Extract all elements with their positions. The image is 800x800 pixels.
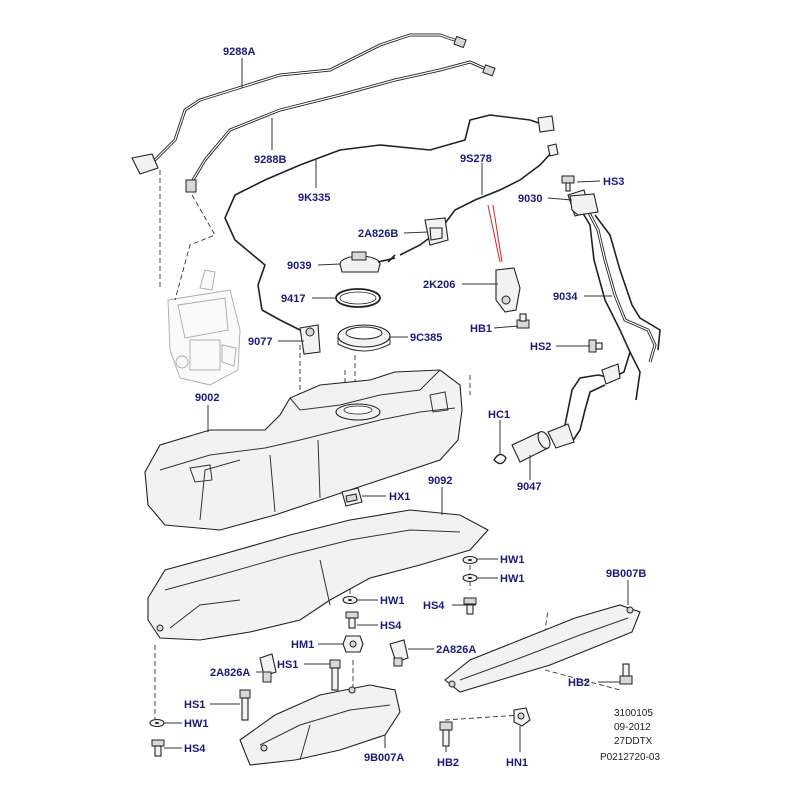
bracket-9030 xyxy=(569,193,599,216)
valve-2K206 xyxy=(495,267,521,313)
label-9047: 9047 xyxy=(517,481,541,493)
fuel-filter-assembly-ghost xyxy=(167,269,241,386)
label-HW1-c: HW1 xyxy=(380,595,404,607)
washer-HW1-d xyxy=(149,718,165,728)
label-9C385: 9C385 xyxy=(410,332,442,344)
label-9S278: 9S278 xyxy=(460,153,492,165)
footer-line-1: 3100105 xyxy=(614,708,653,719)
fuel-line-9288B xyxy=(185,60,496,193)
label-9092: 9092 xyxy=(428,475,452,487)
screw-HS1-b xyxy=(239,689,251,721)
label-HS4-b: HS4 xyxy=(380,620,402,632)
screw-HS2 xyxy=(588,339,603,353)
fuel-line-9288A xyxy=(131,33,467,175)
label-HS1-a: HS1 xyxy=(277,659,298,671)
label-2A826A-right: 2A826A xyxy=(436,644,476,656)
label-HS2: HS2 xyxy=(530,341,551,353)
label-HB2-right: HB2 xyxy=(568,677,590,689)
leader-lines xyxy=(164,58,629,752)
label-HS4-c: HS4 xyxy=(184,743,206,755)
label-HS1-b: HS1 xyxy=(184,699,205,711)
shield-9B007B xyxy=(444,604,641,693)
label-9B007A: 9B007A xyxy=(364,752,404,764)
ring-9417 xyxy=(335,288,381,308)
clip-2A826B xyxy=(424,217,449,246)
label-9B007B: 9B007B xyxy=(606,568,646,580)
label-2K206: 2K206 xyxy=(423,279,455,291)
bolt-HB1 xyxy=(516,313,530,329)
shield-9B007A xyxy=(239,684,401,766)
label-9077: 9077 xyxy=(248,336,272,348)
footer-line-3: 27DDTX xyxy=(614,736,653,747)
screw-HS4-c xyxy=(151,739,165,757)
label-HS4-a: HS4 xyxy=(423,600,445,612)
bolt-HB2-right xyxy=(619,663,633,685)
heat-shield-9092 xyxy=(147,509,489,641)
seal-9C385 xyxy=(337,324,391,352)
sender-unit-9039 xyxy=(339,251,396,273)
bolt-HB2-bottom xyxy=(439,721,453,747)
clip-2A826A-left xyxy=(259,653,277,683)
washer-HW1-a xyxy=(462,555,478,565)
clip-2A826A-right xyxy=(389,639,409,667)
label-HW1-d: HW1 xyxy=(184,718,208,730)
filler-pipe-9034 xyxy=(547,189,661,449)
clamp-HC1 xyxy=(493,453,507,465)
screw-HS4-a xyxy=(463,597,477,615)
screw-HS3 xyxy=(561,175,575,192)
label-9034: 9034 xyxy=(553,291,578,303)
screw-HS4-b xyxy=(345,611,359,629)
red-pointer-line-1 xyxy=(487,204,501,263)
fuel-line-9K335 xyxy=(224,114,555,311)
nut-HM1 xyxy=(342,635,364,653)
hose-9047 xyxy=(511,431,551,463)
label-HB2-bottom: HB2 xyxy=(437,757,459,769)
label-2A826B: 2A826B xyxy=(358,228,398,240)
nut-HN1 xyxy=(513,707,531,727)
clip-HX1 xyxy=(341,487,363,507)
label-HB1: HB1 xyxy=(470,323,492,335)
fuel-line-9S278 xyxy=(387,143,559,263)
label-9417: 9417 xyxy=(281,293,305,305)
washer-HW1-b xyxy=(462,573,478,583)
washer-HW1-c xyxy=(342,595,358,605)
label-HX1: HX1 xyxy=(389,491,410,503)
label-HC1: HC1 xyxy=(488,409,510,421)
label-2A826A-left: 2A826A xyxy=(210,667,250,679)
part-labels: 9288A 9288B 9K335 9S278 HS3 9030 2A826B … xyxy=(184,46,646,769)
label-9288B: 9288B xyxy=(254,154,286,166)
label-9030: 9030 xyxy=(518,193,542,205)
screw-HS1-a xyxy=(329,659,341,691)
label-HN1: HN1 xyxy=(506,757,528,769)
footer-line-4: P0212720-03 xyxy=(600,752,660,763)
label-HM1: HM1 xyxy=(291,639,314,651)
label-9288A: 9288A xyxy=(223,46,255,58)
label-HS3: HS3 xyxy=(603,176,624,188)
label-9002: 9002 xyxy=(195,392,219,404)
footer-line-2: 09-2012 xyxy=(614,722,651,733)
label-9039: 9039 xyxy=(287,260,311,272)
bracket-9077 xyxy=(261,309,321,355)
label-HW1-a: HW1 xyxy=(500,554,524,566)
label-9K335: 9K335 xyxy=(298,192,330,204)
fuel-tank-9002 xyxy=(144,369,463,531)
red-pointer-line-2 xyxy=(492,204,503,263)
footer-reference: 3100105 09-2012 27DDTX P0212720-03 xyxy=(600,708,660,763)
label-HW1-b: HW1 xyxy=(500,573,524,585)
